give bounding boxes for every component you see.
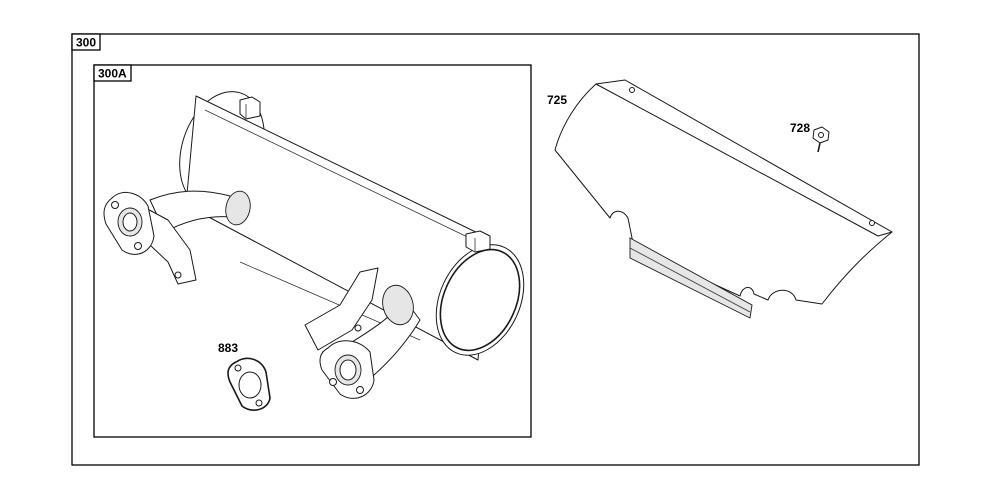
gasket-illustration[interactable]	[227, 357, 271, 411]
assembly-tag-300[interactable]: 300	[76, 36, 96, 50]
heat-shield-body	[554, 83, 893, 305]
heat-shield-lip	[629, 237, 753, 319]
muffler-front-cap-rim	[439, 248, 521, 352]
assembly-tag-300-box	[71, 33, 101, 51]
screw-illustration[interactable]	[812, 126, 830, 153]
heat-shield-top-ridge	[595, 79, 893, 237]
callout-883[interactable]: 883	[218, 341, 238, 355]
gasket-outline	[227, 357, 271, 411]
callout-725[interactable]: 725	[547, 93, 567, 107]
mounting-tab-left	[239, 96, 261, 120]
assembly-frame-300	[71, 33, 920, 466]
subassembly-tag-300a-box	[93, 64, 132, 82]
mounting-tab-right	[465, 230, 491, 253]
bracket-right	[304, 267, 379, 351]
callout-728[interactable]: 728	[790, 121, 810, 135]
muffler-body	[185, 95, 489, 361]
heat-shield-illustration[interactable]	[554, 79, 893, 319]
subassembly-frame-300a	[93, 64, 532, 438]
bracket-left	[139, 204, 197, 285]
muffler-illustration[interactable]	[103, 81, 541, 399]
muffler-front-cap	[435, 244, 525, 356]
subassembly-tag-300a[interactable]: 300A	[98, 67, 127, 81]
